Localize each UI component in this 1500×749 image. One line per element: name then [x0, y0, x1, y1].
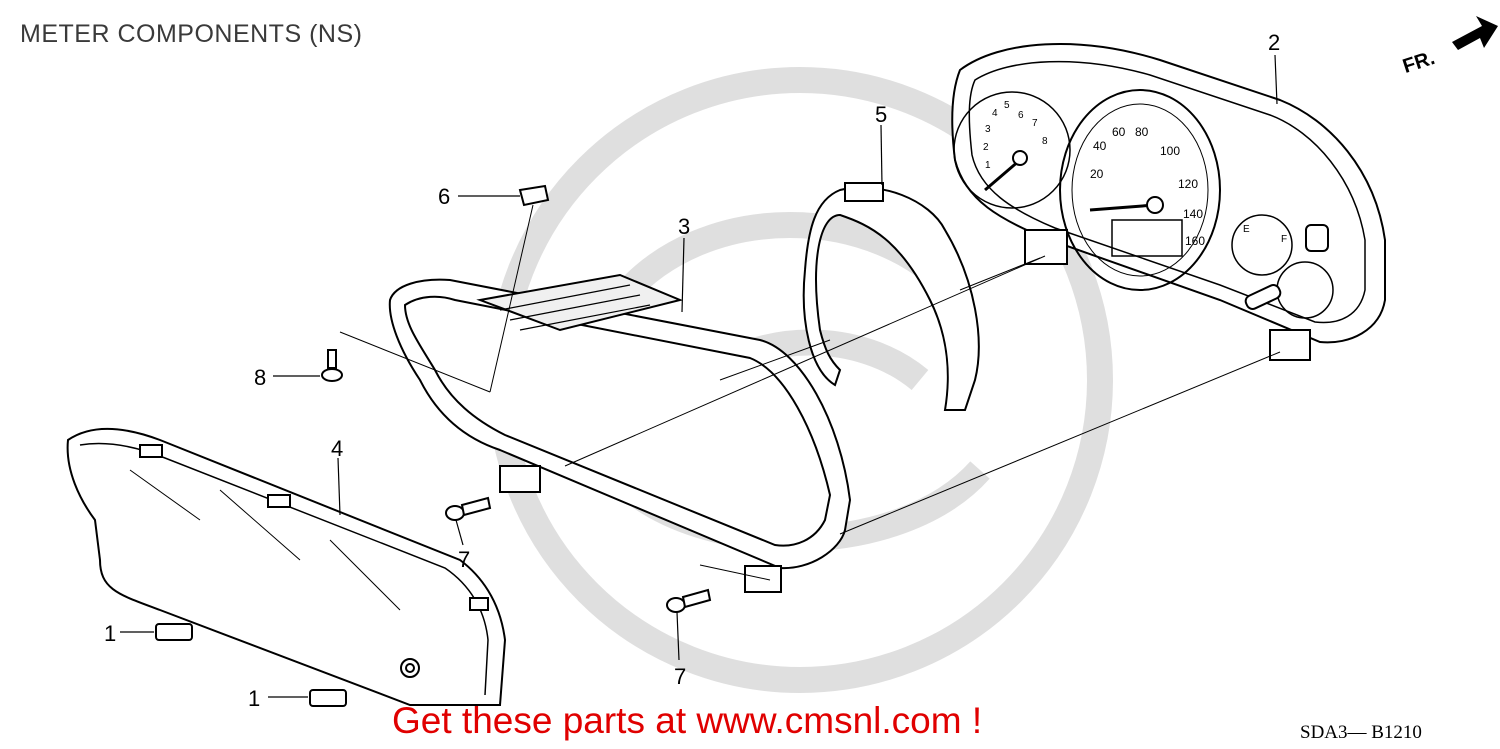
- bulb-holder-lower: [309, 689, 347, 707]
- svg-text:2: 2: [983, 142, 989, 153]
- assembly-lines: [339, 204, 1281, 581]
- svg-text:5: 5: [1004, 100, 1010, 111]
- meter-case: [388, 273, 852, 593]
- callout-8: 8: [254, 365, 267, 390]
- svg-text:4: 4: [992, 108, 998, 119]
- svg-text:160: 160: [1185, 234, 1205, 248]
- callout-1-lower: 1: [248, 686, 261, 711]
- drawing-code: SDA3— B1210: [1300, 722, 1422, 743]
- bulb-holder-upper: [155, 623, 193, 641]
- callout-5: 5: [875, 102, 888, 127]
- svg-text:20: 20: [1090, 167, 1104, 181]
- callout-2: 2: [1268, 30, 1281, 55]
- front-direction-arrow: FR.: [1400, 16, 1498, 78]
- svg-text:1: 1: [985, 160, 991, 171]
- callout-6: 6: [438, 184, 451, 209]
- promo-link-text[interactable]: Get these parts at www.cmsnl.com !: [392, 700, 983, 741]
- svg-text:80: 80: [1135, 125, 1149, 139]
- svg-text:140: 140: [1183, 207, 1203, 221]
- screw-8: [321, 349, 343, 382]
- instrument-cluster: [951, 43, 1386, 361]
- tachometer-scale: 1 2 3 4 5 6 7 8: [983, 100, 1048, 171]
- svg-text:60: 60: [1112, 125, 1126, 139]
- callout-4: 4: [331, 436, 344, 461]
- speedometer-scale: 20 40 60 80 100 120 140 160: [1090, 125, 1205, 248]
- svg-text:40: 40: [1093, 139, 1107, 153]
- page-title: METER COMPONENTS (NS): [20, 20, 363, 48]
- svg-text:7: 7: [1032, 118, 1038, 129]
- screw-6: [518, 184, 550, 207]
- screw-7-lower: [666, 588, 712, 613]
- meter-lens: [66, 427, 507, 706]
- callout-7-lower: 7: [674, 664, 687, 689]
- front-direction-label: FR.: [1400, 47, 1437, 78]
- screw-7-upper: [445, 496, 492, 521]
- meter-ring: [802, 182, 980, 411]
- callout-leaders: [120, 54, 1278, 698]
- callout-1-upper: 1: [104, 621, 117, 646]
- svg-text:6: 6: [1018, 110, 1024, 121]
- svg-text:F: F: [1281, 234, 1287, 245]
- callout-7-upper: 7: [458, 547, 471, 572]
- svg-text:8: 8: [1042, 136, 1048, 147]
- svg-text:E: E: [1243, 224, 1250, 235]
- callout-3: 3: [678, 214, 691, 239]
- svg-text:120: 120: [1178, 177, 1198, 191]
- fuel-scale: E F: [1243, 224, 1287, 245]
- svg-text:100: 100: [1160, 144, 1180, 158]
- svg-text:3: 3: [985, 124, 991, 135]
